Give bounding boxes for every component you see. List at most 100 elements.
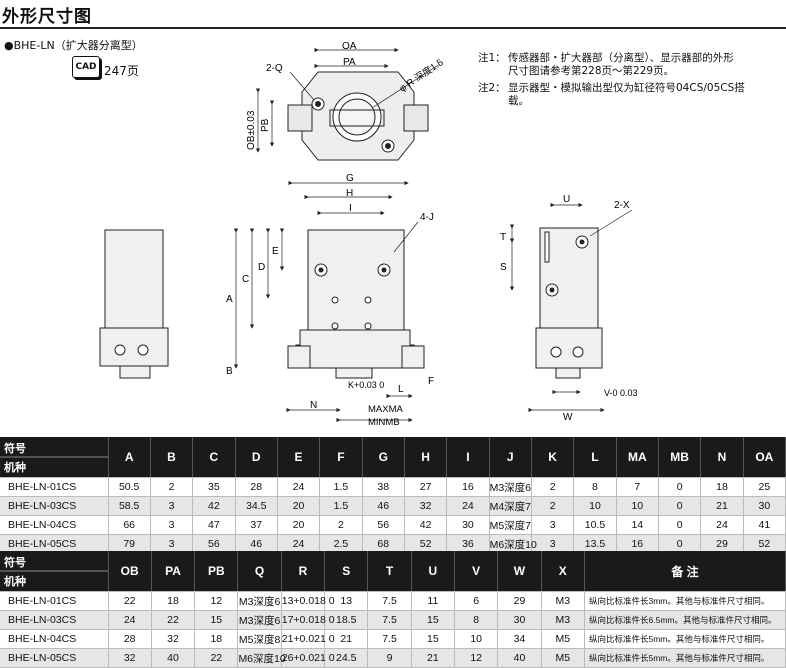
column-header: T <box>367 551 412 592</box>
value-cell: 66 <box>108 515 151 535</box>
value-cell: 24 <box>700 515 744 535</box>
side-view-right <box>535 227 603 379</box>
value-cell: 26+0.021 0 <box>281 648 335 668</box>
value-cell: 11 <box>411 591 456 611</box>
value-cell: 9 <box>367 648 412 668</box>
dim-u: U <box>563 194 570 205</box>
value-cell: 2 <box>531 477 575 497</box>
value-cell: 29 <box>497 591 542 611</box>
value-cell: 1.5 <box>319 496 363 516</box>
value-cell: 3 <box>150 534 194 554</box>
column-header: MA <box>616 437 659 478</box>
column-header: C <box>192 437 236 478</box>
column-header: I <box>446 437 490 478</box>
value-cell: 7.5 <box>367 610 412 630</box>
dim-s: S <box>500 262 507 273</box>
value-cell: 15 <box>411 610 456 630</box>
column-header: PB <box>194 551 239 592</box>
column-header: OB <box>108 551 152 592</box>
value-cell: 10 <box>616 496 659 516</box>
value-cell: 28 <box>235 477 278 497</box>
value-cell: 0 <box>658 496 702 516</box>
value-cell: 15 <box>411 629 456 649</box>
model-cell: BHE-LN-05CS <box>0 648 109 668</box>
dim-w: W <box>563 412 573 423</box>
value-cell: 21 <box>411 648 456 668</box>
value-cell: 35 <box>192 477 236 497</box>
value-cell: 7.5 <box>367 629 412 649</box>
value-cell: M3深度6 <box>489 477 532 497</box>
value-cell: M5 <box>541 648 586 668</box>
model-cell: BHE-LN-04CS <box>0 629 109 649</box>
dim-e: E <box>272 246 279 257</box>
value-cell: 18 <box>700 477 744 497</box>
dim-c: C <box>242 274 249 285</box>
value-cell: 2 <box>531 496 575 516</box>
title-divider <box>0 27 786 29</box>
column-header: X <box>541 551 586 592</box>
column-header: N <box>700 437 744 478</box>
remark-cell: 纵向比标准件长5mm。其他与标准件尺寸相同。 <box>584 629 786 649</box>
dim-h: H <box>346 188 353 199</box>
value-cell: 18 <box>151 591 196 611</box>
value-cell: 37 <box>235 515 278 535</box>
value-cell: 7 <box>616 477 659 497</box>
dim-oa: OA <box>342 41 357 52</box>
value-cell: 34.5 <box>235 496 278 516</box>
dim-d: D <box>258 262 265 273</box>
value-cell: 79 <box>108 534 151 554</box>
note-1: 注1：传感器部・扩大器部（分离型）、显示器部的外形 尺寸图请参考第228页～第2… <box>478 52 778 78</box>
value-cell: 10 <box>454 629 499 649</box>
value-cell: 24 <box>277 477 321 497</box>
value-cell: 12 <box>194 591 239 611</box>
value-cell: 28 <box>108 629 152 649</box>
value-cell: 0 <box>658 477 702 497</box>
note-1-text-cont: 尺寸图请参考第228页～第229页。 <box>508 65 675 77</box>
corner-symbol-label: 符号 <box>4 557 26 569</box>
column-header: E <box>277 437 321 478</box>
cad-icon[interactable]: CAD <box>72 56 100 78</box>
column-header: Q <box>237 551 282 592</box>
dim-pa: PA <box>343 57 356 68</box>
page-title: 外形尺寸图 <box>2 7 92 27</box>
column-header: V <box>454 551 499 592</box>
note-2-text-cont: 载。 <box>508 95 529 107</box>
value-cell: M3 <box>541 610 586 630</box>
dim-ob: OB±0.03 <box>246 110 257 150</box>
dim-q: 2-Q <box>266 63 283 74</box>
value-cell: 3 <box>150 496 194 516</box>
value-cell: 56 <box>362 515 405 535</box>
value-cell: 32 <box>151 629 196 649</box>
dim-x: 2-X <box>614 200 630 211</box>
value-cell: 21 <box>324 629 369 649</box>
dimension-drawing: OA PA 2-Q OB±0.03 PB φ R 深度1.5 <box>99 41 638 428</box>
dim-a: A <box>226 294 233 305</box>
value-cell: 20 <box>277 515 321 535</box>
cad-page-ref[interactable]: 247页 <box>104 64 139 78</box>
note-2-label: 注2： <box>478 82 506 94</box>
corner-model-label: 机种 <box>4 576 26 588</box>
value-cell: 12 <box>454 648 499 668</box>
dim-r: φ R 深度1.5 <box>397 56 446 94</box>
value-cell: 6 <box>454 591 499 611</box>
value-cell: 25 <box>743 477 786 497</box>
value-cell: 34 <box>497 629 542 649</box>
value-cell: 8 <box>454 610 499 630</box>
column-header: S <box>324 551 369 592</box>
column-header: B <box>150 437 194 478</box>
model-cell: BHE-LN-03CS <box>0 610 109 630</box>
value-cell: 16 <box>446 477 490 497</box>
value-cell: 7.5 <box>367 591 412 611</box>
column-header: 备 注 <box>584 551 786 592</box>
value-cell: 13+0.018 0 <box>281 591 335 611</box>
value-cell: M4深度7 <box>489 496 532 516</box>
value-cell: 18 <box>194 629 239 649</box>
model-cell: BHE-LN-01CS <box>0 591 109 611</box>
value-cell: 2.5 <box>319 534 363 554</box>
